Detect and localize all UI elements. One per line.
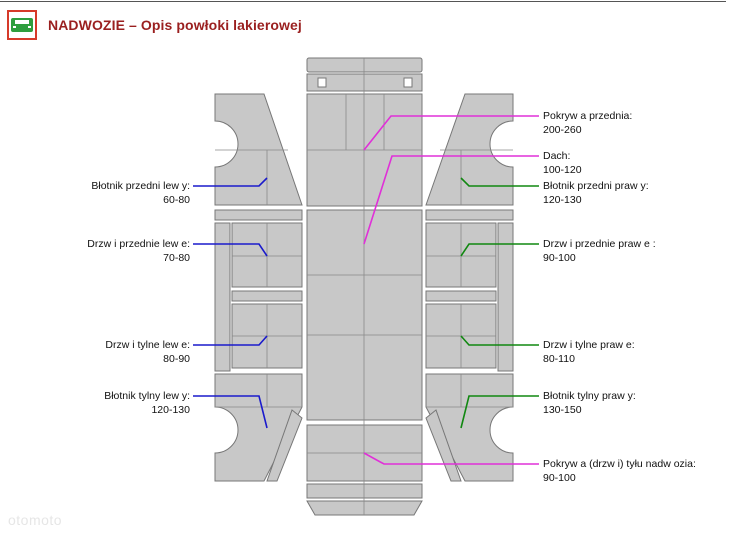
label-trunk: Pokryw a (drzw i) tyłu nadw ozia: 90-100: [543, 457, 696, 485]
top-rule: [0, 1, 726, 2]
leader-roof: [363, 155, 539, 245]
rear-fender-right-panel: [425, 373, 514, 482]
rear-bumper-panel: [306, 483, 423, 499]
label-roof: Dach: 100-120: [543, 149, 582, 177]
label-rear-door-right-value: 80-110: [543, 353, 575, 365]
label-rear-fender-left-value: 120-130: [151, 404, 190, 416]
right-door-divider-strip: [425, 290, 497, 302]
front-fender-right-panel: [425, 93, 514, 206]
label-roof-value: 100-120: [543, 164, 582, 176]
green-car-icon: [11, 18, 33, 32]
label-trunk-value: 90-100: [543, 472, 576, 484]
label-front-fender-right-value: 120-130: [543, 194, 582, 206]
roof-panel: [306, 209, 423, 421]
label-rear-door-right: Drzw i tylne praw e: 80-110: [543, 338, 635, 366]
rear-fender-left-panel: [214, 373, 303, 482]
label-hood: Pokryw a przednia: 200-260: [543, 109, 632, 137]
label-front-door-right-name: Drzw i przednie praw e :: [543, 238, 656, 250]
label-front-door-left-value: 70-80: [163, 252, 190, 264]
label-front-door-left-name: Drzw i przednie lew e:: [87, 238, 190, 250]
label-trunk-name: Pokryw a (drzw i) tyłu nadw ozia:: [543, 458, 696, 470]
front-grille-panel: [306, 57, 423, 73]
label-hood-name: Pokryw a przednia:: [543, 110, 633, 122]
label-front-fender-left: Błotnik przedni lew y: 60-80: [91, 179, 190, 207]
label-rear-door-right-name: Drzw i tylne praw e:: [543, 339, 635, 351]
right-headlight: [403, 77, 413, 88]
right-sill-strip-top: [425, 209, 514, 221]
leader-trunk: [363, 452, 539, 465]
label-rear-fender-left: Błotnik tylny lew y: 120-130: [104, 389, 190, 417]
leader-hood: [363, 115, 539, 151]
front-fender-left-panel: [214, 93, 303, 206]
label-rear-fender-right-value: 130-150: [543, 404, 582, 416]
leader-rear-fender-left: [193, 395, 268, 429]
label-front-door-left: Drzw i przednie lew e: 70-80: [87, 237, 190, 265]
leader-front-fender-left: [193, 177, 268, 187]
label-front-fender-right: Błotnik przedni praw y: 120-130: [543, 179, 649, 207]
label-front-fender-left-name: Błotnik przedni lew y:: [91, 180, 190, 192]
right-pillar-strip: [497, 222, 514, 372]
left-headlight: [317, 77, 327, 88]
page-title: NADWOZIE – Opis powłoki lakierowej: [48, 17, 302, 33]
label-rear-door-left: Drzw i tylne lew e: 80-90: [105, 338, 190, 366]
left-rear-trim-strip: [266, 409, 303, 482]
label-front-door-right-value: 90-100: [543, 252, 576, 264]
label-rear-door-left-value: 80-90: [163, 353, 190, 365]
leader-front-fender-right: [460, 177, 539, 187]
label-hood-value: 200-260: [543, 124, 582, 136]
label-front-fender-right-name: Błotnik przedni praw y:: [543, 180, 649, 192]
logo: [7, 10, 37, 40]
label-front-fender-left-value: 60-80: [163, 194, 190, 206]
label-rear-fender-right-name: Błotnik tylny praw y:: [543, 390, 636, 402]
left-sill-strip-top: [214, 209, 303, 221]
leader-rear-fender-right: [460, 395, 539, 429]
leader-rear-door-left: [193, 335, 268, 346]
left-door-divider-strip: [231, 290, 303, 302]
leader-front-door-right: [460, 243, 539, 257]
rear-valance-panel: [306, 500, 423, 516]
label-roof-name: Dach:: [543, 150, 571, 162]
front-bumper-panel: [306, 73, 423, 92]
left-pillar-strip: [214, 222, 231, 372]
label-front-door-right: Drzw i przednie praw e : 90-100: [543, 237, 656, 265]
watermark: otomoto: [8, 512, 63, 528]
leader-rear-door-right: [460, 335, 539, 346]
label-rear-fender-right: Błotnik tylny praw y: 130-150: [543, 389, 636, 417]
label-rear-door-left-name: Drzw i tylne lew e:: [105, 339, 190, 351]
label-rear-fender-left-name: Błotnik tylny lew y:: [104, 390, 190, 402]
leader-front-door-left: [193, 243, 268, 257]
